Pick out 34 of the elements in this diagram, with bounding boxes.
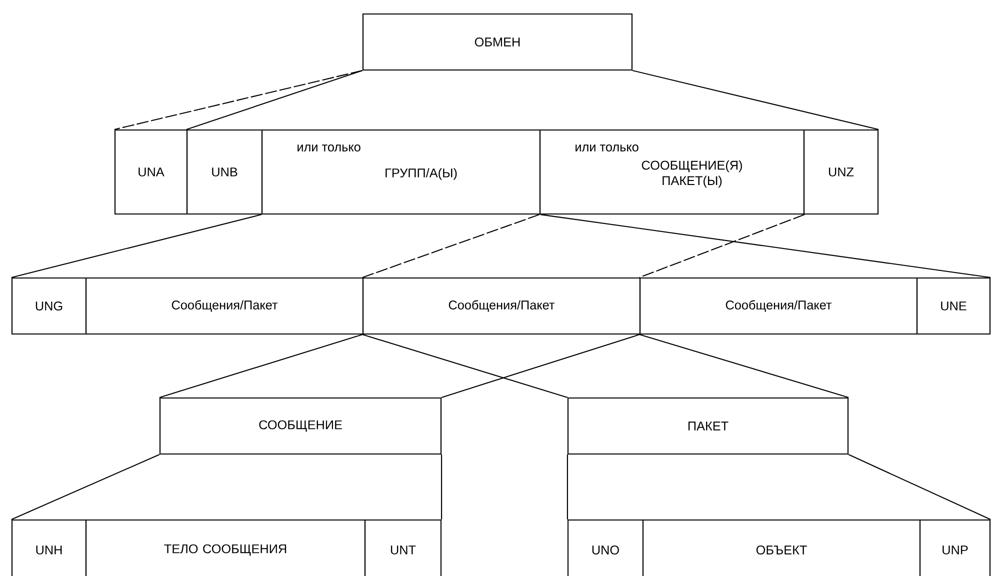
segment-box: Сообщения/Пакет: [85, 277, 364, 335]
segment-box: UNZ: [803, 129, 879, 215]
segment-box: ОБМЕН: [362, 13, 633, 71]
connector-line: [362, 334, 568, 398]
connector-line: [159, 334, 363, 398]
segment-box: UNH: [11, 519, 87, 576]
connector-line: [540, 214, 991, 278]
segment-box: Сообщения/Пакет: [639, 277, 918, 335]
connector-line: [441, 334, 640, 398]
segment-box: UNO: [567, 519, 644, 576]
connector-line: [441, 454, 442, 520]
segment-box: или только СООБЩЕНИЕ(Я) ПАКЕТ(Ы): [539, 129, 805, 215]
segment-box: UNE: [916, 277, 991, 335]
connector-line: [632, 70, 879, 130]
segment-box: UNB: [186, 129, 263, 215]
segment-box: UNT: [364, 519, 442, 576]
segment-box: СООБЩЕНИЕ: [159, 397, 442, 455]
segment-box: ТЕЛО СООБЩЕНИЯ: [85, 519, 366, 576]
connector-line: [566, 454, 568, 520]
connector-line: [848, 454, 991, 520]
connector-line: [639, 334, 849, 398]
connector-line: [639, 214, 805, 278]
connector-line: [11, 454, 160, 520]
segment-box: ПАКЕТ: [567, 397, 849, 455]
connector-line: [11, 214, 262, 278]
segment-box: UNP: [919, 519, 991, 576]
segment-box: Сообщения/Пакет: [362, 277, 641, 335]
connector-line: [186, 70, 363, 130]
segment-box: ОБЪЕКТ: [642, 519, 921, 576]
segment-box: UNG: [11, 277, 87, 335]
connector-line: [362, 214, 540, 278]
connector-line: [114, 70, 363, 130]
segment-box: UNA: [114, 129, 188, 215]
segment-box: или только ГРУПП/А(Ы): [261, 129, 541, 215]
